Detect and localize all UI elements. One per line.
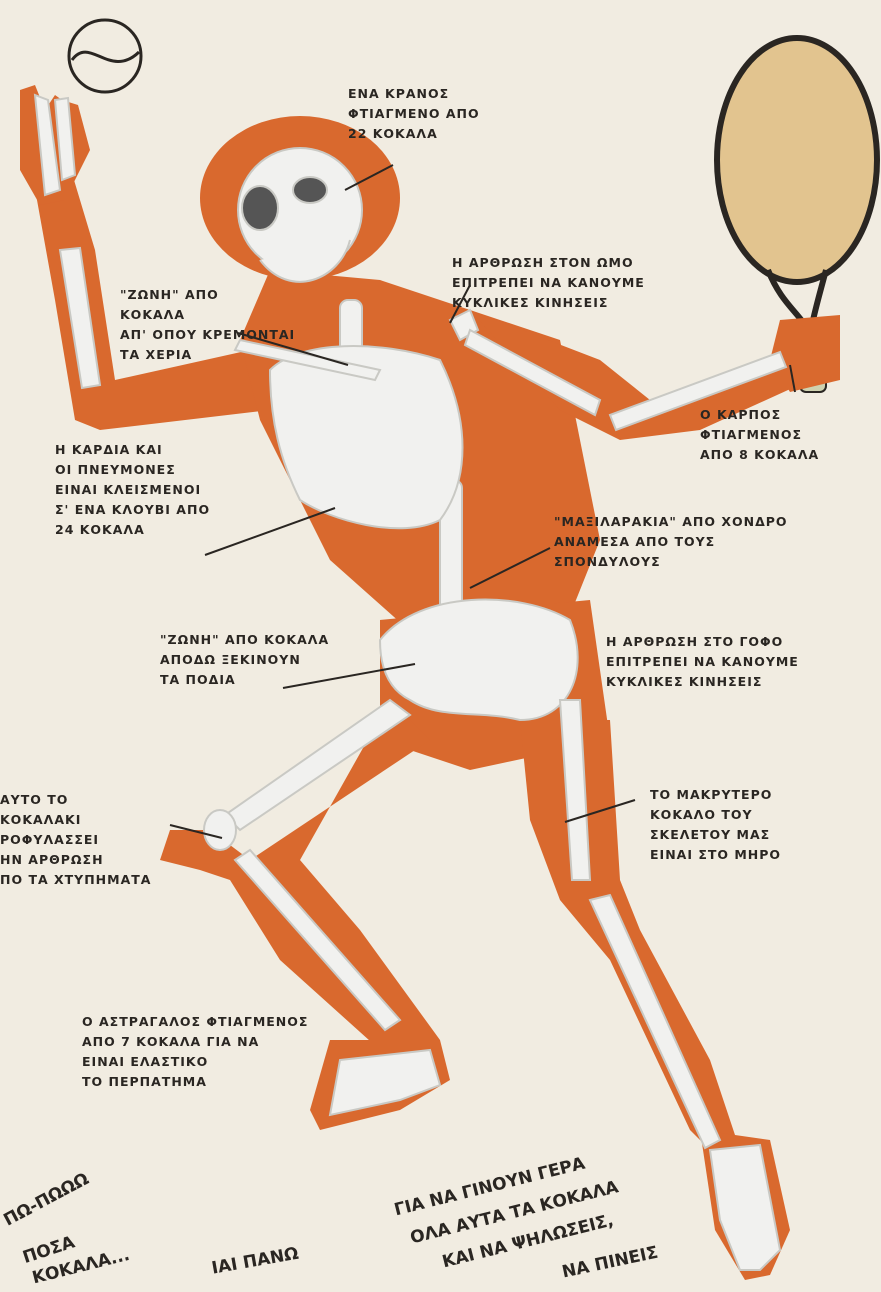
label-shoulder-girdle: "ΖΩΝΗ" ΑΠΟ ΚΟΚΑΛΑ ΑΠ' ΟΠΟΥ ΚΡΕΜΟΝΤΑΙ ΤΑ … [120,285,295,365]
label-pelvis: "ΖΩΝΗ" ΑΠΟ ΚΟΚΑΛΑ ΑΠΟΔΩ ΞΕΚΙΝΟΥΝ ΤΑ ΠΟΔΙ… [160,630,329,690]
label-ankle: Ο ΑΣΤΡΑΓΑΛΟΣ ΦΤΙΑΓΜΕΝΟΣ ΑΠΟ 7 ΚΟΚΑΛΑ ΓΙΑ… [82,1012,308,1092]
label-wrist: Ο ΚΑΡΠΟΣ ΦΤΙΑΓΜΕΝΟΣ ΑΠΟ 8 ΚΟΚΑΛΑ [700,405,819,465]
label-kneecap: ΑΥΤΟ ΤΟ ΚΟΚΑΛΑΚΙ ΡΟΦΥΛΑΣΣΕΙ ΗΝ ΑΡΘΡΩΣΗ Π… [0,790,151,890]
label-ribcage: Η ΚΑΡΔΙΑ ΚΑΙ ΟΙ ΠΝΕΥΜΟΝΕΣ ΕΙΝΑΙ ΚΛΕΙΣΜΕΝ… [55,440,210,540]
label-discs: "ΜΑΞΙΛΑΡΑΚΙΑ" ΑΠΟ ΧΟΝΔΡΟ ΑΝΑΜΕΣΑ ΑΠΟ ΤΟΥ… [554,512,788,572]
label-hip-joint: Η ΑΡΘΡΩΣΗ ΣΤΟ ΓΟΦΟ ΕΠΙΤΡΕΠΕΙ ΝΑ ΚΑΝΟΥΜΕ … [606,632,799,692]
label-femur: ΤΟ ΜΑΚΡΥΤΕΡΟ ΚΟΚΑΛΟ ΤΟΥ ΣΚΕΛΕΤΟΥ ΜΑΣ ΕΙΝ… [650,785,781,865]
tennis-ball-icon [69,20,141,92]
label-skull: ΕΝΑ ΚΡΑΝΟΣ ΦΤΙΑΓΜΕΝΟ ΑΠΟ 22 ΚΟΚΑΛΑ [348,84,480,144]
label-shoulder-joint: Η ΑΡΘΡΩΣΗ ΣΤΟΝ ΩΜΟ ΕΠΙΤΡΕΠΕΙ ΝΑ ΚΑΝΟΥΜΕ … [452,253,645,313]
